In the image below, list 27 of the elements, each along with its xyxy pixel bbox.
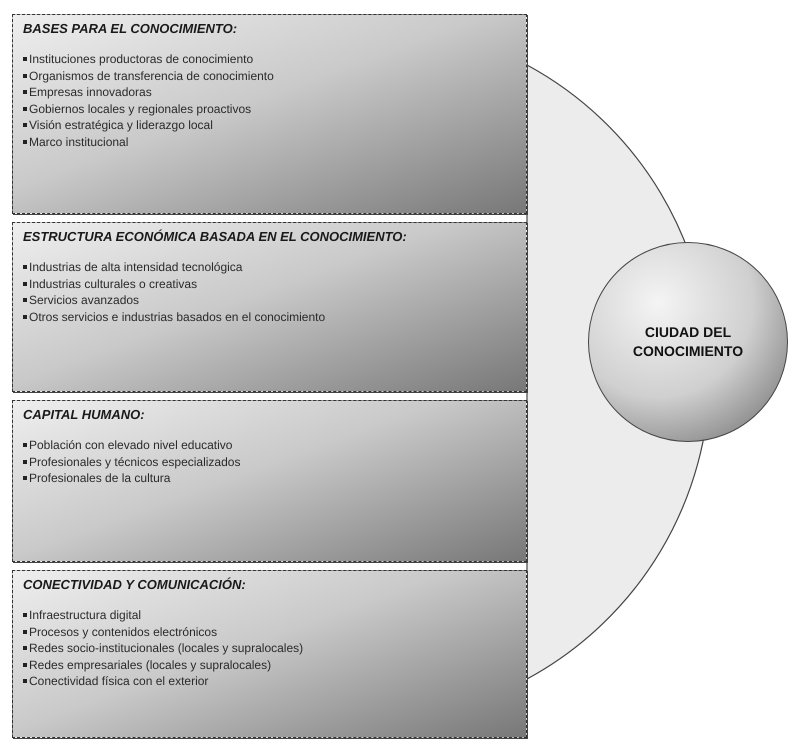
list-item: Profesionales y técnicos especializados — [29, 454, 240, 470]
list-item: Profesionales de la cultura — [29, 470, 170, 486]
category-box — [12, 222, 527, 392]
list-item: Instituciones productoras de conocimiento — [29, 51, 254, 68]
list-item: Industrias culturales o creativas — [29, 276, 198, 292]
list-item: Otros servicios e industrias basados en el conocimiento — [29, 308, 326, 325]
category-box — [12, 570, 527, 738]
circle-label: CIUDAD DEL CONOCIMIENTO — [632, 323, 744, 361]
box-heading: CONECTIVIDAD Y COMUNICACIÓN: — [23, 576, 247, 593]
list-item: Infraestructura digital — [29, 607, 142, 624]
list-item: Empresas innovadoras — [29, 84, 152, 100]
box-heading: BASES PARA EL CONOCIMIENTO: — [23, 20, 238, 37]
list-item: Redes empresariales (locales y supralocales) — [29, 656, 272, 673]
list-item: Servicios avanzados — [29, 292, 140, 308]
list-item: Redes socio-institucionales (locales y supralocales) — [29, 640, 304, 656]
category-box — [12, 14, 527, 214]
list-item: Población con elevado nivel educativo — [29, 437, 232, 454]
box-heading: ESTRUCTURA ECONÓMICA BASADA EN EL CONOCIMIENTO: — [23, 228, 408, 245]
list-item: Conectividad física con el exterior — [29, 673, 208, 690]
box-heading: CAPITAL HUMANO: — [23, 406, 146, 423]
list-item: Procesos y contenidos electrónicos — [29, 624, 218, 640]
category-box — [12, 400, 527, 562]
list-item: Industrias de alta intensidad tecnológica — [29, 259, 242, 276]
list-item: Organismos de transferencia de conocimiento — [29, 68, 274, 84]
list-item: Gobiernos locales y regionales proactivos — [29, 100, 252, 117]
list-item: Visión estratégica y liderazgo local — [29, 117, 213, 134]
list-item: Marco institucional — [29, 134, 128, 150]
